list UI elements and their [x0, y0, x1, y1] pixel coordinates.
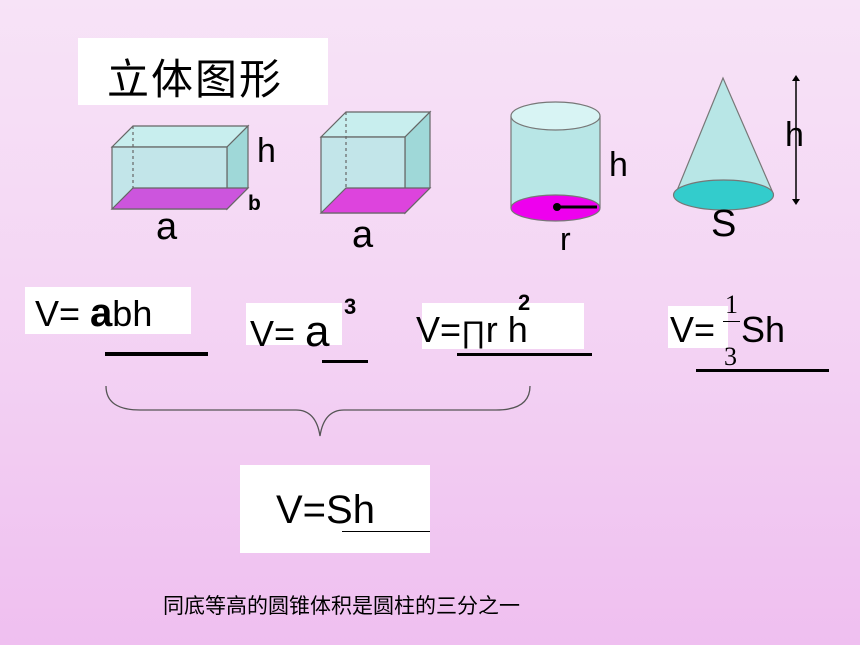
cylinder-formula-prefix: V=	[416, 309, 462, 350]
cylinder-formula-r: r	[485, 309, 498, 350]
cuboid-underline	[105, 352, 208, 356]
cuboid-formula-rest: bh	[112, 293, 153, 334]
cone-formula-box	[668, 306, 728, 348]
cone-shape	[672, 75, 800, 211]
cylinder-underline	[457, 353, 592, 356]
cube-formula-exp: 3	[344, 294, 357, 319]
cone-formula-denominator: 3	[724, 342, 737, 371]
cuboid-formula: V= abh	[35, 293, 152, 333]
cone-formula-numerator: 1	[725, 290, 738, 319]
cuboid-b-label: b	[248, 192, 261, 215]
cube-a-label: a	[352, 214, 374, 256]
cylinder-shape	[510, 101, 601, 222]
page-title: 立体图形	[107, 55, 284, 104]
cylinder-formula-box	[422, 303, 584, 349]
cube-formula-prefix: V=	[250, 313, 306, 354]
brace-icon	[105, 385, 531, 437]
cuboid-formula-a: a	[90, 291, 113, 335]
general-formula-box	[240, 465, 430, 553]
cube-formula-box	[246, 303, 342, 345]
cone-h-label: h	[785, 116, 804, 154]
cuboid-a-label: a	[156, 206, 178, 248]
cuboid-formula-prefix: V=	[35, 293, 91, 334]
cone-underline	[696, 369, 829, 372]
cylinder-formula-exp: 2	[518, 290, 531, 315]
cube-formula-a: a	[305, 307, 330, 356]
general-formula: V=Sh	[276, 488, 375, 532]
cone-s-label: S	[711, 203, 737, 245]
title-box	[78, 38, 328, 105]
cylinder-h-label: h	[609, 146, 628, 184]
cube-formula: V= a	[250, 310, 330, 354]
general-underline	[342, 531, 430, 532]
cuboid-h-label: h	[257, 132, 276, 170]
cylinder-r-label: r	[560, 221, 571, 257]
cylinder-formula-pi: ∏	[461, 316, 486, 349]
cuboid-formula-box	[25, 287, 191, 334]
caption-text: 同底等高的圆锥体积是圆柱的三分之一	[163, 594, 520, 618]
cylinder-formula: V=∏r h	[416, 312, 528, 348]
cuboid-shape	[110, 124, 250, 211]
cone-formula-rest: Sh	[741, 309, 786, 350]
cylinder-formula-h: h	[497, 309, 528, 350]
cube-underline	[322, 360, 368, 363]
cube-shape	[319, 110, 432, 215]
cone-fraction-bar	[723, 321, 740, 322]
cone-formula-prefix: V=	[670, 309, 716, 350]
